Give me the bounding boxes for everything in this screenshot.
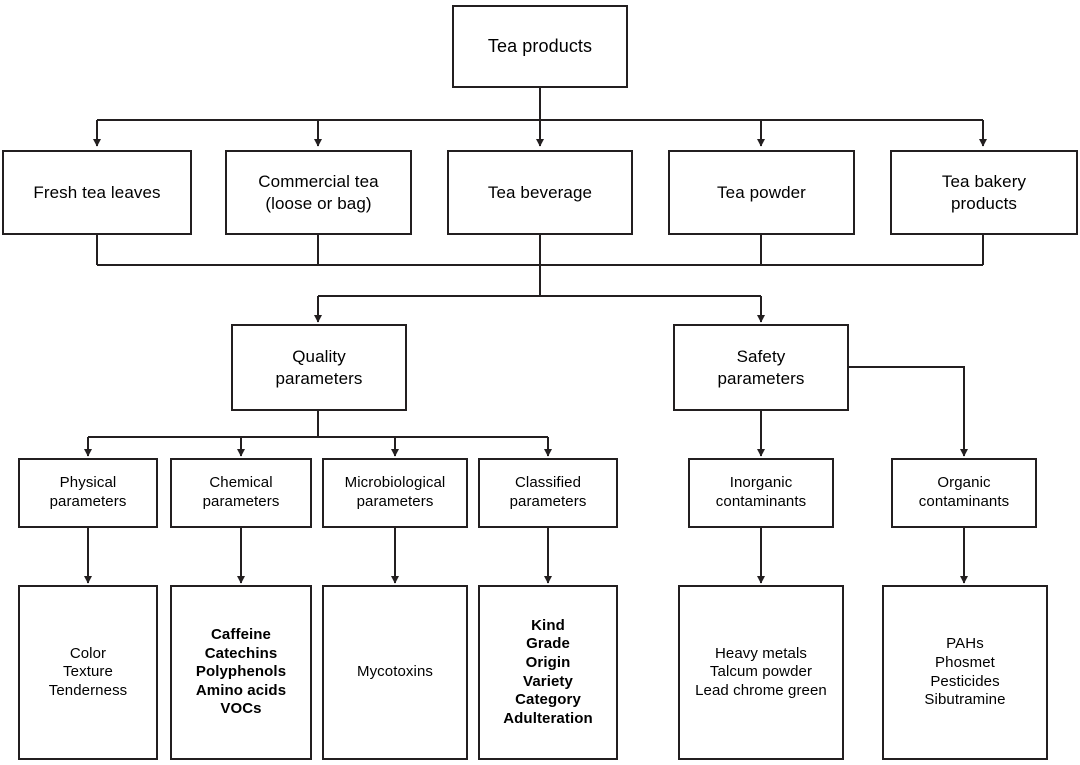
node-inorganic-contaminants[interactable]: Inorganic contaminants: [688, 458, 834, 528]
node-inorganic-contaminants-label: Inorganic contaminants: [715, 474, 807, 510]
node-classified-details[interactable]: Kind Grade Origin Variety Category Adult…: [478, 585, 618, 760]
node-tea-powder[interactable]: Tea powder: [668, 150, 855, 235]
node-safety-parameters[interactable]: Safety parameters: [673, 324, 849, 411]
node-physical-parameters-label: Physical parameters: [49, 474, 127, 510]
node-physical-parameters[interactable]: Physical parameters: [18, 458, 158, 528]
node-tea-products-label: Tea products: [487, 36, 593, 57]
node-organic-details[interactable]: PAHs Phosmet Pesticides Sibutramine: [882, 585, 1048, 760]
node-microbiological-parameters-label: Microbiological parameters: [344, 474, 446, 510]
node-tea-bakery-products[interactable]: Tea bakery products: [890, 150, 1078, 235]
node-tea-beverage-label: Tea beverage: [487, 182, 593, 202]
node-microbiological-parameters[interactable]: Microbiological parameters: [322, 458, 468, 528]
node-physical-details[interactable]: Color Texture Tenderness: [18, 585, 158, 760]
node-classified-details-label: Kind Grade Origin Variety Category Adult…: [503, 616, 593, 727]
edge-safety-right-elbow: [849, 366, 968, 457]
node-chemical-parameters-label: Chemical parameters: [202, 474, 280, 510]
node-inorganic-details-label: Heavy metals Talcum powder Lead chrome g…: [695, 644, 827, 699]
node-classified-parameters-label: Classified parameters: [509, 474, 587, 510]
node-commercial-tea[interactable]: Commercial tea (loose or bag): [225, 150, 412, 235]
node-quality-parameters-label: Quality parameters: [275, 347, 363, 388]
node-quality-parameters[interactable]: Quality parameters: [231, 324, 407, 411]
node-safety-parameters-label: Safety parameters: [717, 347, 805, 388]
node-microbiological-details-label: Mycotoxins: [356, 663, 434, 681]
node-fresh-tea-leaves[interactable]: Fresh tea leaves: [2, 150, 192, 235]
node-chemical-parameters[interactable]: Chemical parameters: [170, 458, 312, 528]
node-physical-details-label: Color Texture Tenderness: [48, 644, 128, 699]
node-inorganic-details[interactable]: Heavy metals Talcum powder Lead chrome g…: [678, 585, 844, 760]
node-organic-details-label: PAHs Phosmet Pesticides Sibutramine: [924, 635, 1006, 709]
node-tea-powder-label: Tea powder: [717, 182, 806, 202]
node-organic-contaminants[interactable]: Organic contaminants: [891, 458, 1037, 528]
node-fresh-tea-leaves-label: Fresh tea leaves: [33, 182, 161, 202]
node-organic-contaminants-label: Organic contaminants: [918, 474, 1010, 510]
node-chemical-details[interactable]: Caffeine Catechins Polyphenols Amino aci…: [170, 585, 312, 760]
node-classified-parameters[interactable]: Classified parameters: [478, 458, 618, 528]
node-tea-bakery-products-label: Tea bakery products: [941, 172, 1027, 213]
node-microbiological-details[interactable]: Mycotoxins: [322, 585, 468, 760]
node-tea-beverage[interactable]: Tea beverage: [447, 150, 633, 235]
node-commercial-tea-label: Commercial tea (loose or bag): [258, 172, 379, 213]
node-tea-products[interactable]: Tea products: [452, 5, 628, 88]
node-chemical-details-label: Caffeine Catechins Polyphenols Amino aci…: [195, 626, 287, 718]
